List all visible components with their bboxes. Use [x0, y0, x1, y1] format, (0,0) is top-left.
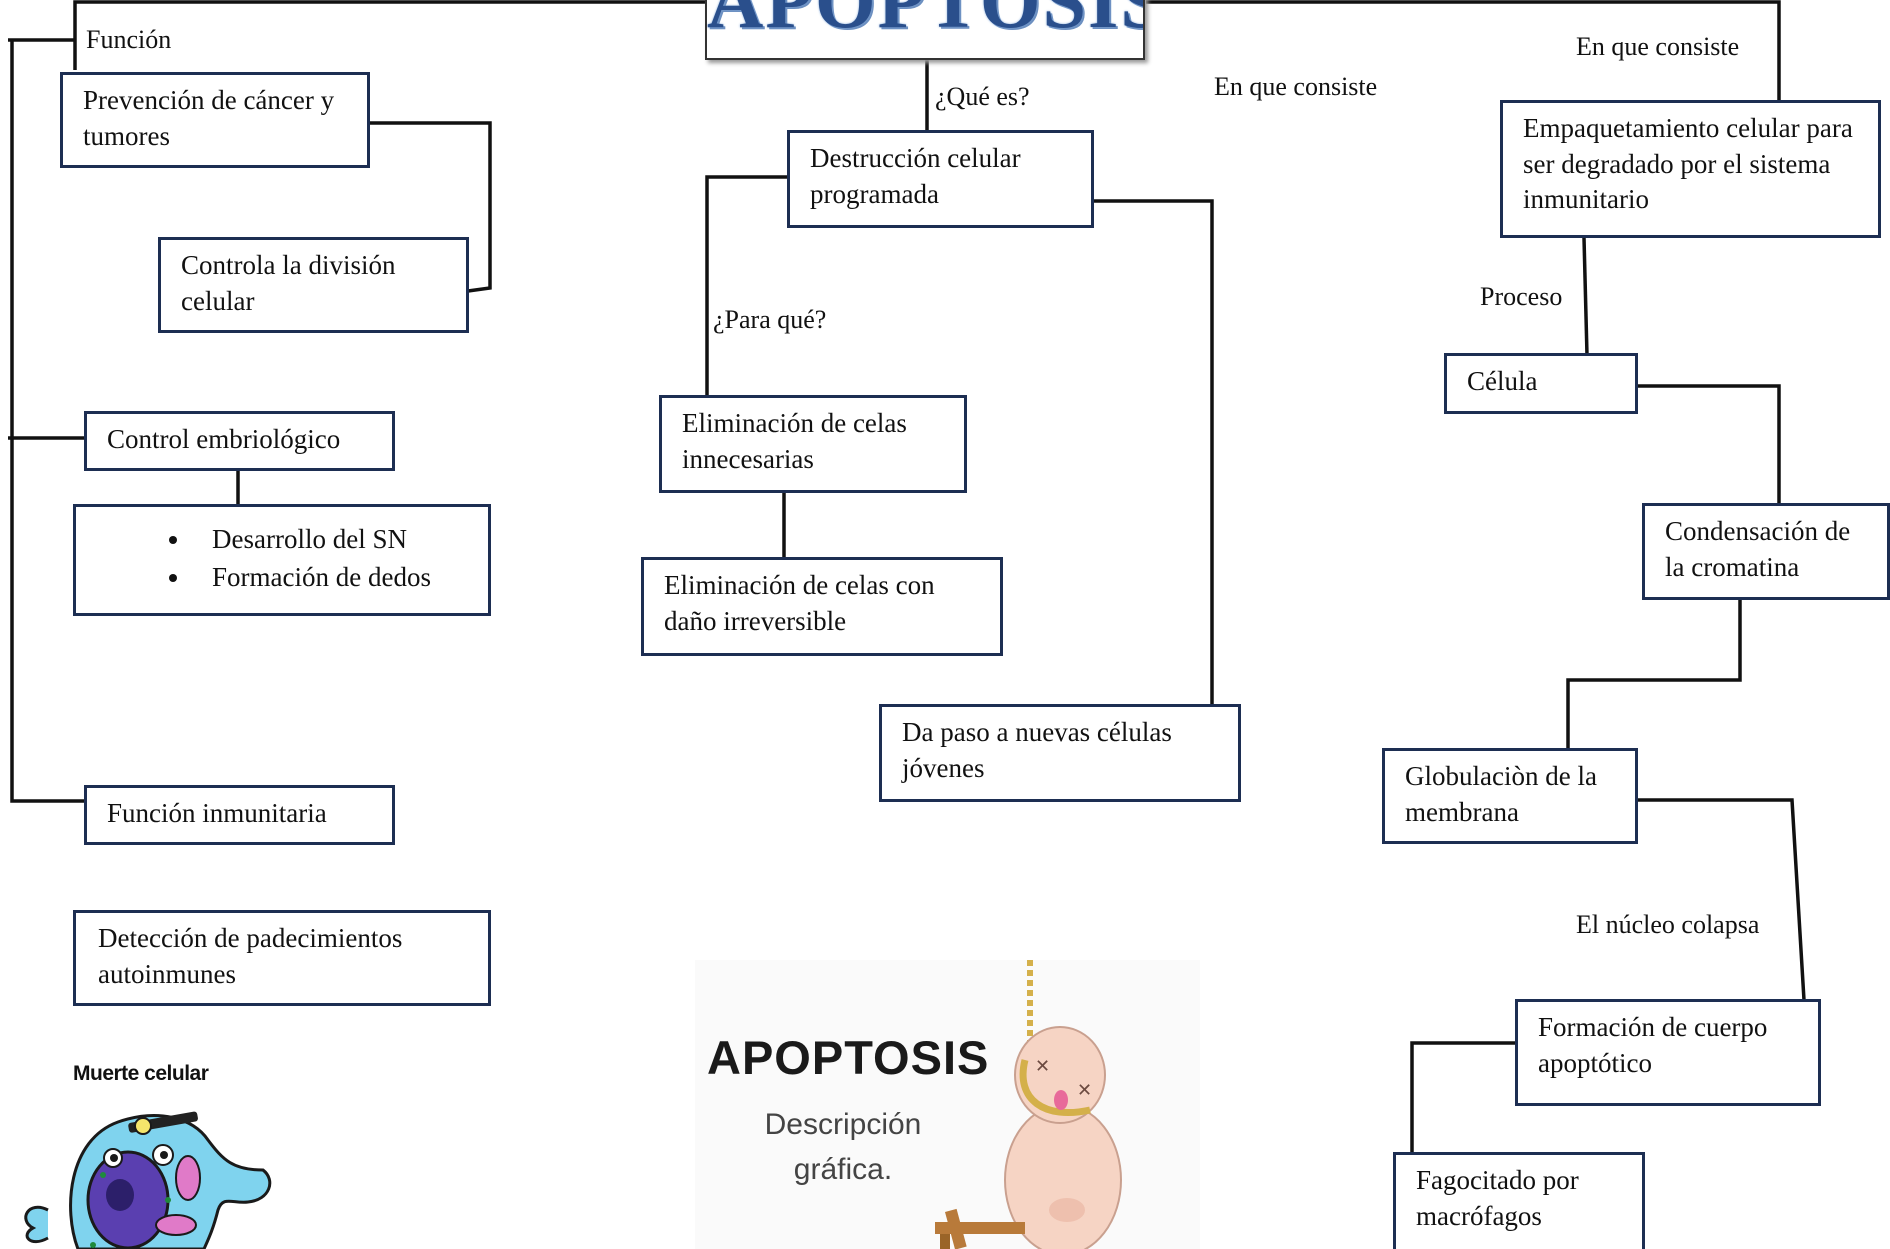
line-left-spine [10, 40, 85, 803]
list-item: Desarrollo del SN [192, 521, 468, 559]
line-destruccion-nuevas [1093, 199, 1214, 705]
box-control-embriologico: Control embriológico [84, 411, 395, 471]
line-globulacion-formacion [1636, 798, 1806, 1001]
box-controla-division: Controla la división celular [158, 237, 469, 333]
caption-muerte-celular: Muerte celular [73, 1062, 209, 1085]
apoptosis-graphic: APOPTOSIS Descripción gráfica. ✕ ✕ [695, 960, 1200, 1249]
box-funcion-inmunitaria: Función inmunitaria [84, 785, 395, 845]
label-en-que-consiste-center: En que consiste [1214, 72, 1378, 101]
graphic-title: APOPTOSIS [707, 1031, 990, 1084]
label-que-es: ¿Qué es? [935, 82, 1030, 111]
page-title: APOPTOSIS [707, 0, 1145, 44]
label-en-que-consiste-right: En que consiste [1576, 32, 1740, 61]
title-banner: APOPTOSIS [705, 0, 1145, 60]
box-nuevas-celulas: Da paso a nuevas células jóvenes [879, 704, 1241, 802]
line-para-que [705, 175, 788, 396]
box-embrio-list: Desarrollo del SN Formación de dedos [73, 504, 491, 616]
box-prevencion-cancer: Prevención de cáncer y tumores [60, 72, 370, 168]
embrio-list: Desarrollo del SN Formación de dedos [96, 521, 468, 597]
svg-text:✕: ✕ [1035, 1056, 1050, 1076]
box-celula: Célula [1444, 353, 1638, 414]
box-eliminacion-dano: Eliminación de celas con daño irreversib… [641, 557, 1003, 656]
box-formacion-cuerpo: Formación de cuerpo apoptótico [1515, 999, 1821, 1106]
label-nucleo-colapsa: El núcleo colapsa [1576, 910, 1760, 939]
cell-cartoon-image [24, 1111, 272, 1249]
box-deteccion-autoinmunes: Detección de padecimientos autoinmunes [73, 910, 491, 1006]
box-fagocitado: Fagocitado por macrófagos [1393, 1152, 1645, 1249]
box-eliminacion-innecesarias: Eliminación de celas innecesarias [659, 395, 967, 493]
hanging-cell-illustration: ✕ ✕ [935, 960, 1122, 1249]
line-top-right [1146, 0, 1781, 100]
label-proceso: Proceso [1480, 282, 1563, 311]
box-destruccion-celular: Destrucción celular programada [787, 130, 1094, 228]
box-condensacion-cromatina: Condensación de la cromatina [1642, 503, 1890, 600]
list-item: Formación de dedos [192, 559, 468, 597]
line-top-left [73, 0, 706, 70]
line-condensacion-globulacion [1566, 598, 1742, 750]
box-globulacion-membrana: Globulaciòn de la membrana [1382, 748, 1638, 844]
graphic-subtitle: Descripción gráfica. [764, 1108, 922, 1186]
svg-text:✕: ✕ [1077, 1080, 1092, 1100]
label-funcion: Función [86, 25, 172, 54]
box-empaquetamiento: Empaquetamiento celular para ser degrada… [1500, 100, 1881, 238]
line-formacion-fagocitado [1410, 1041, 1516, 1153]
line-prevencion-controla [368, 121, 492, 293]
label-para-que: ¿Para qué? [713, 305, 827, 334]
line-proceso [1582, 237, 1589, 356]
line-celula-condensacion [1636, 384, 1781, 504]
